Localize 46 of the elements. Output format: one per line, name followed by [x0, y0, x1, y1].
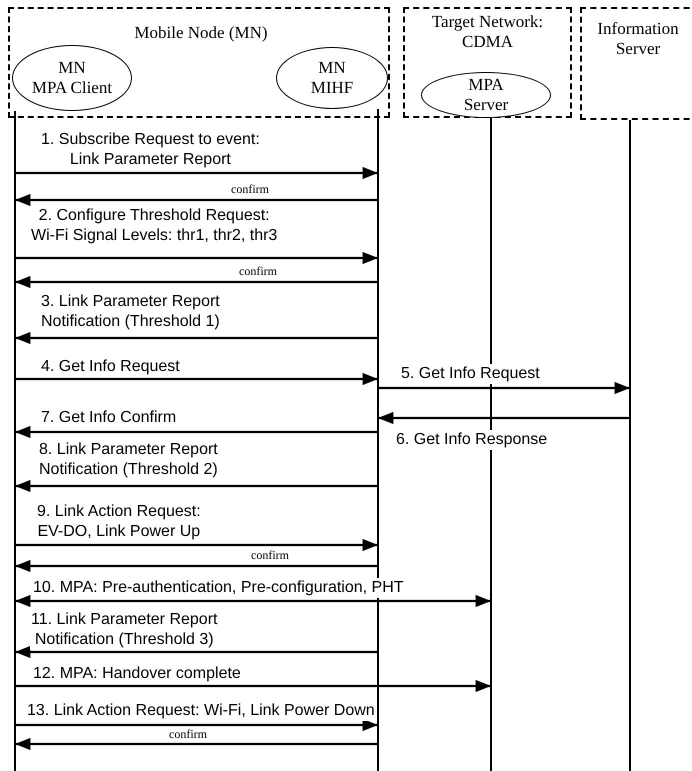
message-label: 9. Link Action Request: EV-DO, Link Power Up: [36, 502, 202, 542]
lifeline: [490, 118, 492, 771]
message-label: 10. MPA: Pre-authentication, Pre-configuration, PHT: [32, 578, 405, 598]
message-label: confirm: [250, 549, 290, 562]
message-arrow: [15, 738, 378, 750]
group-title: Target Network: CDMA: [430, 12, 544, 52]
message-arrow: [15, 594, 491, 608]
group-box: [403, 7, 572, 118]
message-label: confirm: [238, 265, 278, 278]
message-arrow: [15, 372, 378, 386]
message-arrow: [15, 480, 378, 492]
group-title: Mobile Node (MN): [133, 23, 269, 43]
message-label: confirm: [230, 183, 270, 196]
message-arrow: [378, 382, 630, 394]
message-label: 8. Link Parameter Report Notification (Threshold 2): [38, 440, 219, 480]
participant-label: MN MIHF: [310, 58, 354, 98]
message-arrow: [378, 412, 630, 424]
message-label: 5. Get Info Request: [400, 364, 541, 384]
message-arrow: [15, 166, 378, 180]
participant-label: MPA Server: [464, 75, 508, 115]
message-arrow: [15, 332, 378, 344]
message-label: 11. Link Parameter Report Notification (Threshold 3): [30, 610, 218, 650]
message-arrow: [15, 538, 378, 552]
message-label: 13. Link Action Request: Wi-Fi, Link Power Down: [26, 701, 376, 721]
message-arrow: [15, 646, 378, 658]
message-arrow: [15, 276, 378, 288]
lifeline: [629, 120, 631, 771]
participant-label: MN MPA Client: [32, 58, 112, 98]
message-arrow: [15, 194, 378, 206]
lifeline: [377, 109, 379, 771]
message-label: 12. MPA: Handover complete: [32, 664, 242, 684]
participant-label: Information Server: [596, 19, 680, 59]
message-arrow: [15, 560, 378, 572]
message-label: 6. Get Info Response: [395, 430, 548, 450]
message-arrow: [15, 426, 378, 438]
message-label: 4. Get Info Request: [40, 357, 181, 377]
message-label: 3. Link Parameter Report Notification (Threshold 1): [40, 292, 221, 332]
message-arrow: [15, 718, 378, 732]
lifeline: [14, 111, 16, 771]
message-arrow: [15, 252, 378, 264]
message-label: confirm: [168, 728, 208, 741]
participant-box: [580, 7, 692, 120]
message-arrow: [15, 680, 491, 692]
group-box: [8, 7, 390, 118]
message-label: 2. Configure Threshold Request: Wi-Fi Signal Levels: thr1, thr2, thr3: [30, 206, 278, 246]
message-label: 1. Subscribe Request to event: Link Parameter Report: [40, 130, 261, 170]
